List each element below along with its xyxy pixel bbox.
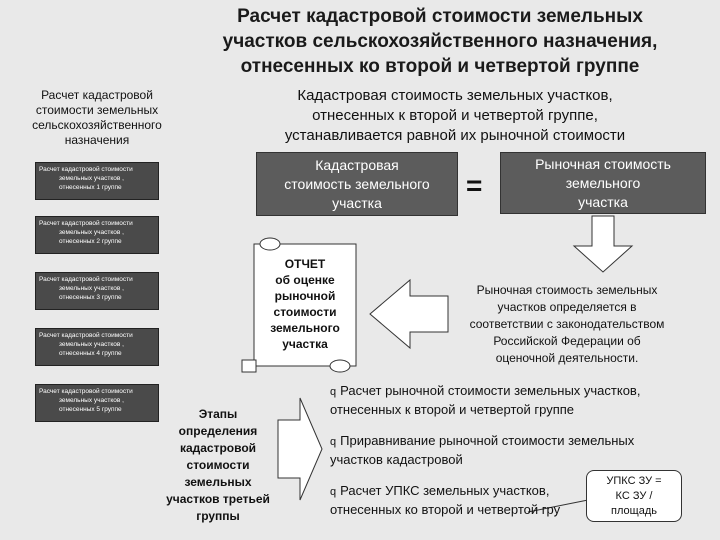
step-text: Расчет УПКС земельных участков, (340, 483, 550, 498)
bullet-square-icon: q (330, 436, 337, 448)
box-line: участка (578, 193, 628, 210)
box-line: стоимость земельного (284, 175, 430, 192)
step-text: Приравнивание рыночной стоимости земельн… (340, 433, 635, 448)
market-text-line: участков определяется в (497, 300, 637, 314)
report-line: стоимости (273, 305, 337, 319)
scroll-icon (241, 237, 357, 373)
step-text: Расчет рыночной стоимости земельных учас… (340, 383, 641, 398)
page-title-line: отнесенных ко второй и четвертой группе (240, 56, 640, 77)
subtitle-line: отнесенных к второй и четвертой группе, (312, 107, 598, 124)
market-value-description: Рыночная стоимость земельных участков оп… (452, 282, 682, 367)
sidebar-item-group-2[interactable]: Расчет кадастровой стоимости земельных у… (35, 216, 159, 254)
steps-line: определения (178, 424, 258, 438)
sidebar-item-group-1[interactable]: Расчет кадастровой стоимости земельных у… (35, 162, 159, 200)
sidebar-item-group-3[interactable]: Расчет кадастровой стоимости земельных у… (35, 272, 159, 310)
box-line: Рыночная стоимость (535, 155, 671, 172)
page-title-line: Расчет кадастровой стоимости земельных (237, 6, 643, 27)
sidebar-item-label: земельных участков , (59, 397, 124, 404)
steps-label: Этапы определения кадастровой стоимости … (158, 406, 278, 525)
sidebar-item-label: земельных участков , (59, 341, 124, 348)
steps-line: кадастровой (179, 441, 257, 455)
sidebar-item-label: земельных участков , (59, 229, 124, 236)
upks-line: КС ЗУ / (615, 490, 653, 502)
bullet-square-icon: q (330, 486, 337, 498)
page-title-line: участков сельскохозяйственного назначени… (222, 31, 658, 52)
report-line: рыночной (274, 289, 336, 303)
bullet-square-icon: q (330, 386, 337, 398)
upks-line: УПКС ЗУ = (606, 475, 662, 487)
step-text: отнесенных ко второй и четвертой гру (330, 502, 561, 517)
sidebar-title-line: Расчет кадастровой (41, 88, 153, 102)
market-text-line: Российской Федерации об (493, 334, 641, 348)
sidebar-item-label: Расчет кадастровой стоимости (39, 166, 133, 173)
market-text-line: Рыночная стоимость земельных (476, 283, 658, 297)
report-line: участка (282, 337, 328, 351)
sidebar-item-group-4[interactable]: Расчет кадастровой стоимости земельных у… (35, 328, 159, 366)
report-line: ОТЧЕТ (284, 257, 326, 271)
report-text: ОТЧЕТ об оценке рыночной стоимости земел… (258, 256, 352, 352)
upks-formula-callout: УПКС ЗУ = КС ЗУ / площадь (586, 470, 682, 522)
market-value-box: Рыночная стоимость земельного участка (500, 152, 706, 214)
sidebar-item-label: земельных участков , (59, 285, 124, 292)
sidebar-item-label: отнесенных 5 группе (59, 406, 122, 413)
box-line: Кадастровая (315, 156, 399, 173)
market-text-line: соответствии с законодательством (469, 317, 665, 331)
upks-line: площадь (611, 505, 657, 517)
report-line: об оценке (275, 273, 335, 287)
callout-pointer-icon (527, 499, 589, 513)
sidebar-item-label: земельных участков , (59, 175, 124, 182)
sidebar-item-label: Расчет кадастровой стоимости (39, 388, 133, 395)
sidebar-item-label: Расчет кадастровой стоимости (39, 332, 133, 339)
steps-line: группы (196, 509, 240, 523)
sidebar-item-label: отнесенных 1 группе (59, 184, 122, 191)
subtitle-line: Кадастровая стоимость земельных участков… (297, 87, 613, 104)
steps-line: Этапы (198, 407, 238, 421)
steps-line: земельных (184, 475, 252, 489)
box-line: земельного (565, 174, 641, 191)
cadastral-value-box: Кадастровая стоимость земельного участка (256, 152, 458, 216)
sidebar-item-label: отнесенных 2 группе (59, 238, 122, 245)
sidebar-title: Расчет кадастровой стоимости земельных с… (22, 88, 172, 148)
sidebar-title-line: стоимости земельных (35, 103, 159, 117)
report-line: земельного (270, 321, 340, 335)
sidebar-item-group-5[interactable]: Расчет кадастровой стоимости земельных у… (35, 384, 159, 422)
right-arrow-icon (277, 397, 323, 501)
down-arrow-icon (572, 215, 634, 273)
left-arrow-icon (369, 278, 449, 350)
step-text: отнесенных к второй и четвертой группе (330, 402, 575, 417)
box-line: участка (332, 194, 382, 211)
sidebar-title-line: сельскохозяйственного (32, 118, 162, 132)
market-text-line: оценочной деятельности. (495, 351, 639, 365)
sidebar-item-label: отнесенных 4 группе (59, 350, 122, 357)
main-subtitle: Кадастровая стоимость земельных участков… (235, 86, 675, 146)
sidebar-item-label: Расчет кадастровой стоимости (39, 276, 133, 283)
sidebar-title-line: назначения (64, 133, 130, 147)
step-text: участков кадастровой (330, 452, 463, 467)
steps-line: стоимости (186, 458, 250, 472)
sidebar-item-label: отнесенных 3 группе (59, 294, 122, 301)
subtitle-line: устанавливается равной их рыночной стоим… (284, 127, 626, 144)
page-title: Расчет кадастровой стоимости земельных у… (160, 4, 720, 79)
equals-sign: = (466, 170, 483, 201)
steps-line: участков третьей (166, 492, 270, 506)
sidebar-item-label: Расчет кадастровой стоимости (39, 220, 133, 227)
